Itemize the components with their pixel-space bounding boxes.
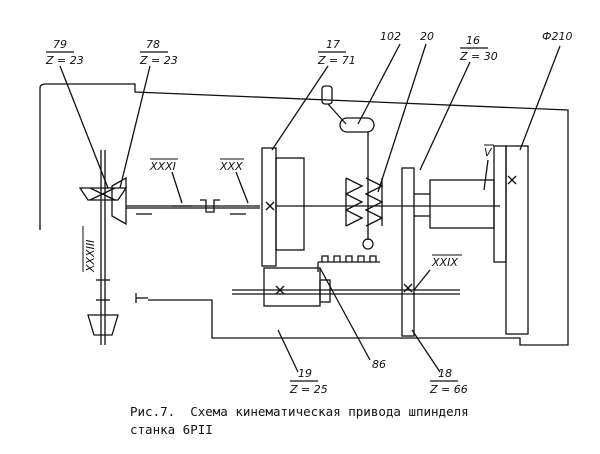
figure-caption-line1: Рис.7. Схема кинематическая привода шпин… — [130, 404, 469, 419]
label-z23a: Z = 23 — [45, 54, 84, 67]
spindle-v — [414, 175, 517, 229]
label-z30: Z = 30 — [459, 50, 498, 63]
label-78: 78 — [146, 38, 160, 51]
label-underlines — [46, 47, 488, 382]
vertical-shaft-xxxiii — [78, 150, 128, 345]
shaft-xxix — [135, 267, 460, 307]
roman-overlines — [82, 144, 494, 272]
gear-16 — [401, 167, 415, 337]
label-20: 20 — [420, 30, 434, 43]
label-phi210: Ф210 — [542, 30, 572, 43]
shaft-xxxi-xxx — [126, 199, 260, 215]
label-shaft-xxx: XXX — [219, 160, 243, 173]
gear-phi210 — [493, 145, 529, 335]
label-z25: Z = 25 — [289, 383, 328, 396]
label-19: 19 — [298, 367, 312, 380]
label-z71: Z = 71 — [317, 54, 356, 67]
label-spindle-v: V — [484, 146, 493, 159]
label-79: 79 — [53, 38, 67, 51]
clutch-lever-102 — [321, 85, 375, 250]
label-shaft-xxxiii: XXXIII — [84, 240, 97, 273]
figure-caption-line2: станка 6РII — [130, 422, 213, 437]
rack-86 — [317, 255, 380, 272]
label-102: 102 — [380, 30, 401, 43]
bevel-gear-78 — [111, 176, 260, 226]
label-86: 86 — [372, 358, 386, 371]
gear-17 — [261, 147, 500, 267]
label-16: 16 — [466, 34, 480, 47]
housing-outline — [39, 83, 569, 346]
label-shaft-xxxi: XXXI — [149, 160, 176, 173]
label-shaft-xxix: XXIX — [431, 256, 458, 269]
label-z66: Z = 66 — [429, 383, 468, 396]
label-17: 17 — [326, 38, 340, 51]
labels: 79 Z = 23 78 Z = 23 17 Z = 71 102 20 16 … — [45, 30, 572, 396]
label-z23b: Z = 23 — [139, 54, 178, 67]
label-18: 18 — [438, 367, 452, 380]
claw-clutch — [344, 177, 384, 227]
leader-lines — [59, 43, 561, 373]
